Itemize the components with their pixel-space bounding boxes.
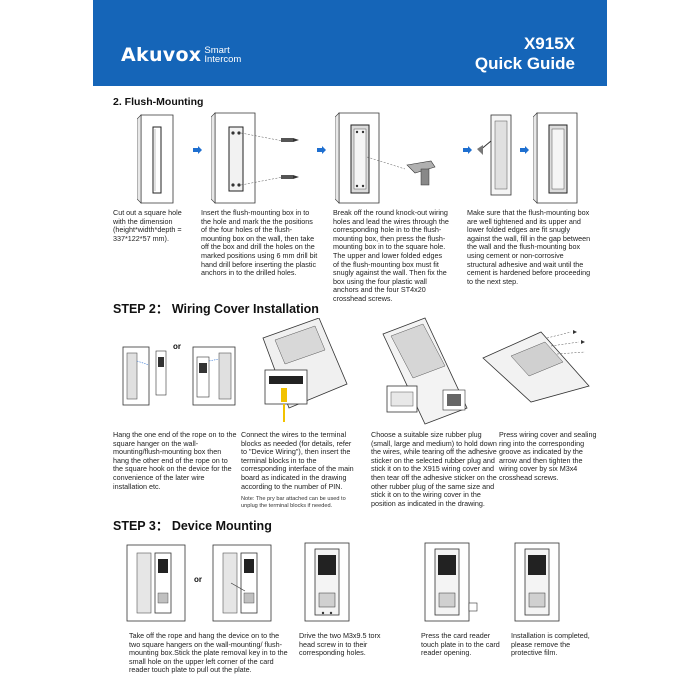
caption-flush-1: Cut out a square hole with the dimension… [113,208,182,243]
brand-logo: Akuvox Smart Intercom [121,44,241,66]
arrow-right-icon [317,146,326,154]
or-label-device: or [194,575,202,584]
figure-card-reader-plate [424,542,478,622]
caption-wiring-1: Hang the one end of the rope on to the s… [113,430,237,491]
figure-rope-flush [192,346,236,406]
figure-cut-hole [137,114,174,204]
figure-fix-box [335,112,436,204]
caption-device-3: Press the card reader touch plate in to … [421,631,500,658]
caption-wiring-4: Press wiring cover and sealing ring into… [499,430,597,482]
figure-rubber-plug [382,317,468,425]
caption-device-1: Take off the rope and hang the device on… [129,631,288,675]
figure-box-done [533,112,578,204]
arrow-right-icon [193,146,202,154]
section-title-device: STEP 3： Device Mounting [113,519,272,533]
model-title: X915X [523,34,575,53]
figure-hang-device-flush [212,544,272,622]
arrow-right-icon [463,146,472,154]
caption-flush-2: Insert the flush-mounting box in to the … [201,208,318,278]
quick-guide-page: Akuvox Smart Intercom X915X Quick Guide … [93,0,607,700]
caption-wiring-3: Choose a suitable size rubber plug (smal… [371,430,497,508]
caption-flush-3: Break off the round knock-out wiring hol… [333,208,449,303]
figure-torx-screws [304,542,350,622]
figure-wiring-cover [482,330,590,403]
figure-hang-device-wall [126,544,186,622]
brand-name: Akuvox [121,44,202,66]
guide-title: Quick Guide [474,54,575,73]
brand-sub-line2: Intercom [204,54,242,65]
figure-terminal-blocks [262,318,348,422]
figure-rope-wall [122,346,150,406]
brand-sub-line1: Smart [204,45,230,56]
section-title-wiring: STEP 2： Wiring Cover Installation [113,302,319,316]
section-title-flush: 2. Flush-Mounting [113,96,204,108]
caption-flush-4: Make sure that the flush-mounting box ar… [467,208,591,286]
caption-wiring-2: Connect the wires to the terminal blocks… [241,430,354,491]
caption-device-4: Installation is completed, please remove… [511,631,590,658]
figure-fill-gap [477,114,512,196]
brand-subtitle: Smart Intercom [204,45,242,65]
figure-rope-device-a [155,350,167,396]
or-label-wiring: or [173,342,181,351]
note-pry-bar: Note: The pry bar attached can be used t… [241,496,346,509]
figure-installed-device [514,542,560,622]
arrow-right-icon [520,146,529,154]
caption-device-2: Drive the two M3x9.5 torx head screw in … [299,631,381,658]
figure-mark-holes [211,112,299,204]
title-block: X915X Quick Guide [475,34,575,75]
header-banner: Akuvox Smart Intercom X915X Quick Guide [93,0,607,86]
